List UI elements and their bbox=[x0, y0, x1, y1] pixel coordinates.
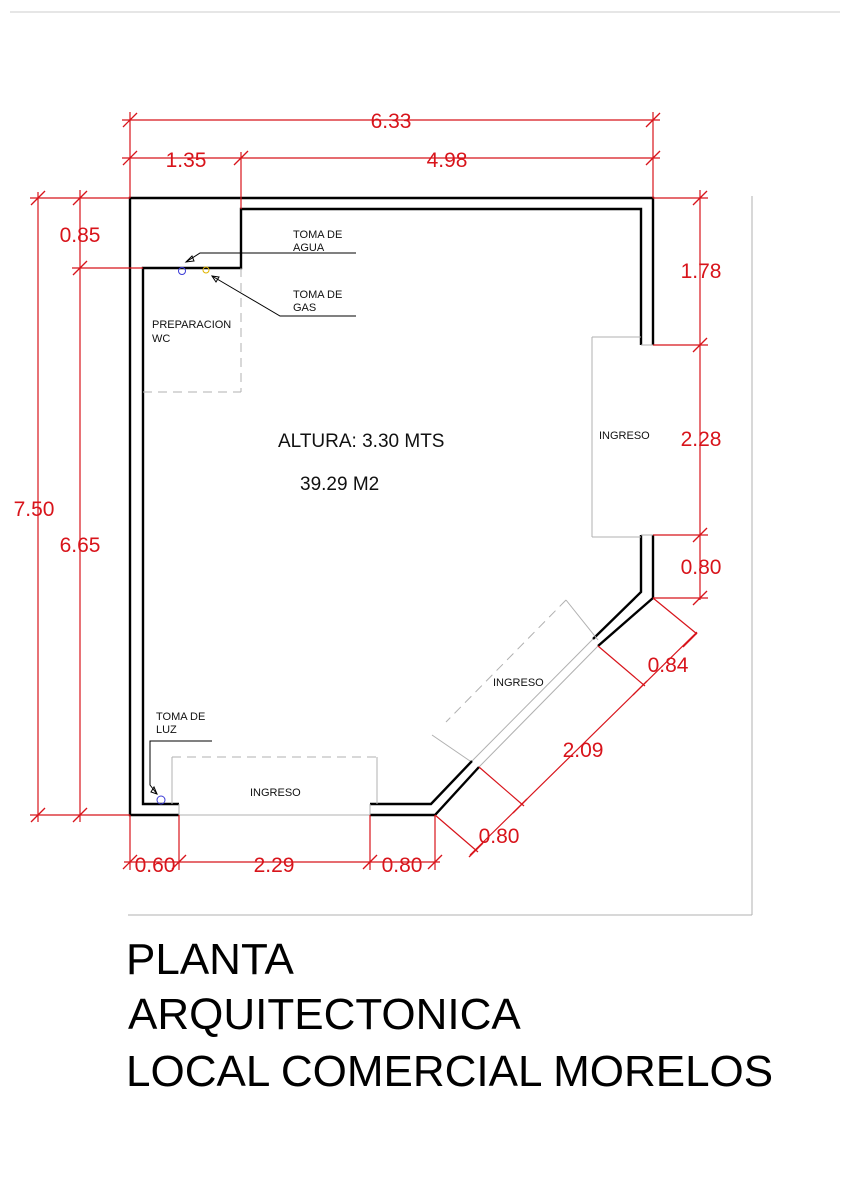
dim-top-left: 1.35 bbox=[166, 149, 207, 172]
fixtures bbox=[149, 252, 356, 805]
dimension-lines bbox=[30, 112, 708, 870]
openings bbox=[143, 268, 653, 816]
inner-wall-lower-right bbox=[592, 535, 643, 640]
gas-outlet-icon bbox=[202, 266, 210, 274]
dim-right-below: 0.80 bbox=[681, 556, 722, 579]
walls bbox=[128, 196, 655, 817]
dim-diag-door: 2.09 bbox=[563, 739, 604, 762]
dim-left-height: 6.65 bbox=[60, 534, 101, 557]
outer-wall bbox=[128, 196, 655, 817]
inner-wall-bottom-right bbox=[370, 760, 473, 806]
dim-top-right: 4.98 bbox=[427, 149, 468, 172]
dimension-labels: 6.33 1.35 4.98 7.50 6.65 0.85 1.78 2.28 … bbox=[14, 110, 722, 877]
dim-right-top: 1.78 bbox=[681, 260, 722, 283]
inner-wall bbox=[141, 207, 643, 806]
title-line-2: ARQUITECTONICA bbox=[128, 990, 521, 1039]
dim-total-height: 7.50 bbox=[14, 498, 55, 521]
ceiling-height-label: ALTURA: 3.30 MTS bbox=[278, 431, 444, 452]
ingreso-diagonal-label: INGRESO bbox=[493, 677, 544, 689]
sheet-frame bbox=[10, 11, 840, 916]
dim-diag-lower: 0.80 bbox=[479, 825, 520, 848]
title-line-1: PLANTA bbox=[126, 935, 294, 984]
title-line-3: LOCAL COMERCIAL MORELOS bbox=[126, 1047, 774, 1096]
power-outlet-icon bbox=[156, 795, 166, 805]
dim-bottom-left: 0.60 bbox=[135, 854, 176, 877]
outer-wall-lower-right bbox=[597, 535, 655, 647]
outer-wall-bottom-right bbox=[370, 766, 480, 817]
water-outlet-icon bbox=[178, 267, 186, 275]
area-label: 39.29 M2 bbox=[300, 474, 379, 495]
ingreso-right-label: INGRESO bbox=[599, 430, 650, 442]
dim-bottom-door: 2.29 bbox=[254, 854, 295, 877]
dim-bottom-right: 0.80 bbox=[382, 854, 423, 877]
dim-diag-upper: 0.84 bbox=[648, 654, 689, 677]
ingreso-bottom-label: INGRESO bbox=[250, 787, 301, 799]
dim-total-width: 6.33 bbox=[371, 110, 412, 133]
dim-left-top: 0.85 bbox=[60, 224, 101, 247]
dim-right-door: 2.28 bbox=[681, 428, 722, 451]
